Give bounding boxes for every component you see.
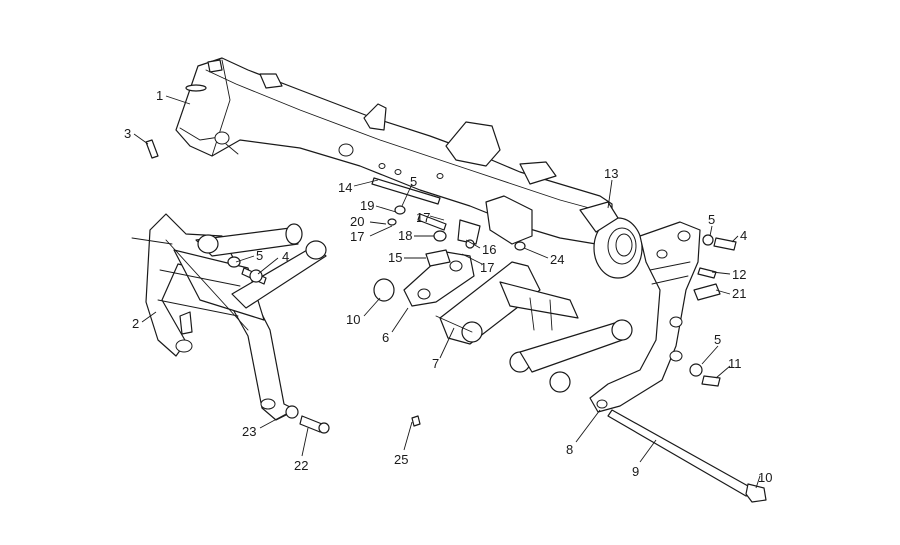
- callout-19: 19: [360, 198, 374, 213]
- callout-5-center: 5: [410, 174, 417, 189]
- callout-1: 1: [156, 88, 163, 103]
- callout-9: 9: [632, 464, 639, 479]
- center-fasteners: [371, 177, 526, 267]
- callout-23: 23: [242, 424, 256, 439]
- pin-part: [145, 139, 159, 159]
- callout-5-right-bottom: 5: [714, 332, 721, 347]
- front-subframe: [131, 213, 327, 421]
- callout-16: 16: [482, 242, 496, 257]
- callout-18: 18: [398, 228, 412, 243]
- callout-labels: 1 3 2 5 4 14 19 20 17 18 5 17 15 16 17 2…: [124, 88, 772, 485]
- callout-24: 24: [550, 252, 564, 267]
- long-bolt: [607, 409, 767, 503]
- callout-10-left: 10: [346, 312, 360, 327]
- callout-12: 12: [732, 267, 746, 282]
- callout-20: 20: [350, 214, 364, 229]
- callout-8: 8: [566, 442, 573, 457]
- link-assembly-7: [435, 261, 633, 393]
- callout-3: 3: [124, 126, 131, 141]
- right-fasteners: [689, 234, 737, 387]
- left-bolts: [227, 256, 267, 285]
- callout-4-left: 4: [282, 249, 289, 264]
- callout-10-right: 10: [758, 470, 772, 485]
- rear-bearing-housing: [579, 201, 643, 279]
- callout-17-b: 17: [416, 210, 430, 225]
- callout-6: 6: [382, 330, 389, 345]
- callout-5-right-top: 5: [708, 212, 715, 227]
- callout-17-c: 17: [480, 260, 494, 275]
- callout-22: 22: [294, 458, 308, 473]
- callout-15: 15: [388, 250, 402, 265]
- callout-14: 14: [338, 180, 352, 195]
- rear-bracket: [589, 221, 701, 413]
- bottom-fasteners: [285, 405, 421, 434]
- callout-25: 25: [394, 452, 408, 467]
- callout-17-a: 17: [350, 229, 364, 244]
- callout-21: 21: [732, 286, 746, 301]
- callout-13: 13: [604, 166, 618, 181]
- callout-11: 11: [728, 356, 742, 371]
- callout-2: 2: [132, 316, 139, 331]
- callout-7: 7: [432, 356, 439, 371]
- main-frame: [175, 57, 613, 245]
- callout-4-right: 4: [740, 228, 747, 243]
- leader-lines: [133, 95, 761, 489]
- callout-5-left: 5: [256, 248, 263, 263]
